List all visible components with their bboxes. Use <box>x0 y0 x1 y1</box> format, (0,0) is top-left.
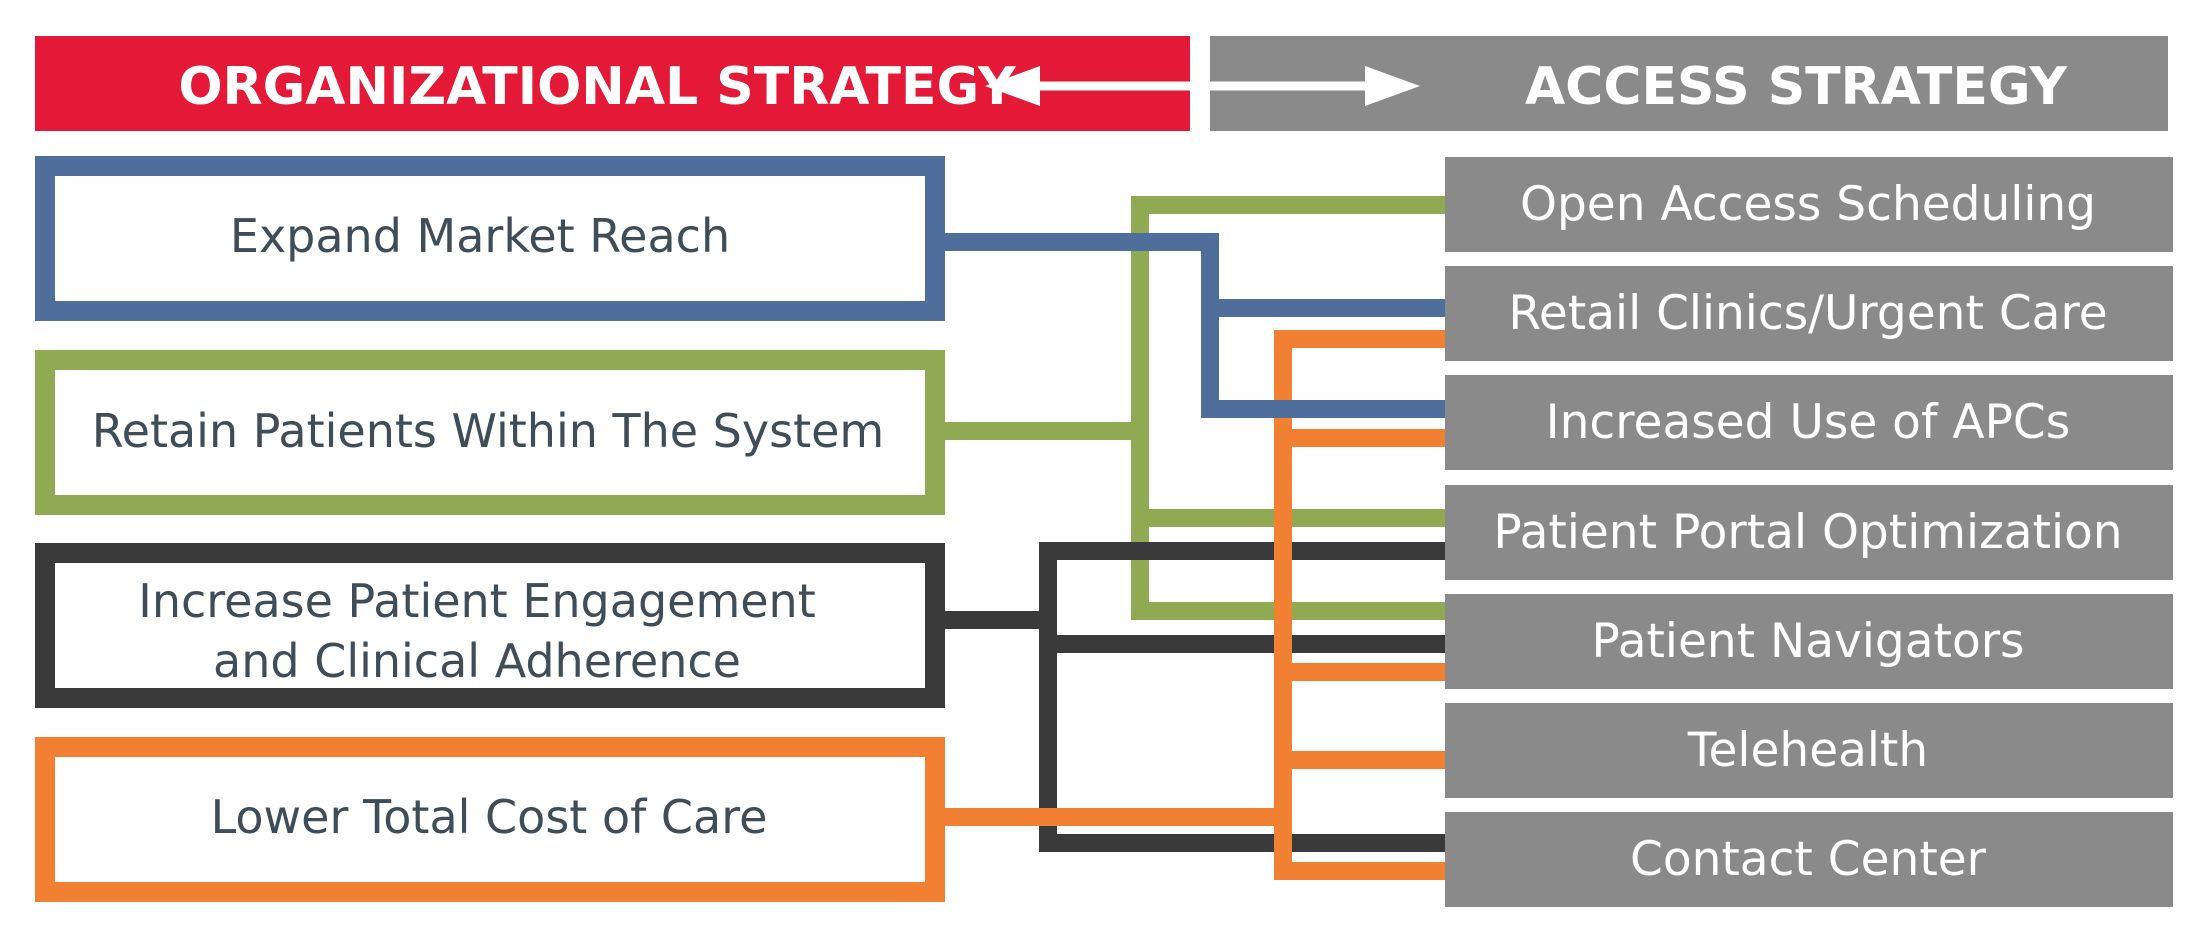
access-box-patient-navigators <box>1445 594 2173 689</box>
access-strategy-title: ACCESS STRATEGY <box>1525 57 2068 117</box>
organizational-strategy-title: ORGANIZATIONAL STRATEGY <box>178 57 1017 117</box>
access-label-patient-portal: Patient Portal Optimization <box>1493 505 2122 560</box>
access-label-contact-center: Contact Center <box>1630 832 1987 887</box>
access-label-open-access-scheduling: Open Access Scheduling <box>1520 177 2096 232</box>
access-label-patient-navigators: Patient Navigators <box>1591 614 2024 669</box>
connector-patient-engagement <box>934 542 1450 852</box>
org-label-expand-market-reach: Expand Market Reach <box>230 209 730 263</box>
connector-expand-market <box>934 233 1450 418</box>
org-box-expand-market-reach <box>35 156 945 321</box>
access-box-retail-clinics <box>1445 266 2173 361</box>
org-label-retain-patients: Retain Patients Within The System <box>92 404 884 458</box>
access-boxes: Open Access Scheduling Retail Clinics/Ur… <box>1445 157 2173 907</box>
connector-lines <box>934 196 1450 880</box>
organizational-boxes: Expand Market Reach Retain Patients With… <box>35 156 945 902</box>
access-label-retail-clinics: Retail Clinics/Urgent Care <box>1508 286 2107 341</box>
org-label-lower-cost: Lower Total Cost of Care <box>211 790 768 844</box>
access-label-telehealth: Telehealth <box>1687 723 1928 778</box>
connector-lower-cost <box>934 330 1450 880</box>
access-box-telehealth <box>1445 703 2173 798</box>
access-label-increased-apcs: Increased Use of APCs <box>1546 395 2070 450</box>
org-label-patient-engagement-line2: and Clinical Adherence <box>213 634 741 688</box>
access-box-open-access-scheduling <box>1445 157 2173 252</box>
access-box-increased-apcs <box>1445 375 2173 470</box>
access-box-contact-center <box>1445 812 2173 907</box>
org-box-retain-patients <box>35 350 945 515</box>
double-arrow-icon <box>985 66 1420 106</box>
org-box-lower-cost <box>35 737 945 902</box>
org-box-patient-engagement <box>35 543 945 708</box>
access-box-patient-portal <box>1445 485 2173 580</box>
org-label-patient-engagement-line1: Increase Patient Engagement <box>138 574 816 628</box>
